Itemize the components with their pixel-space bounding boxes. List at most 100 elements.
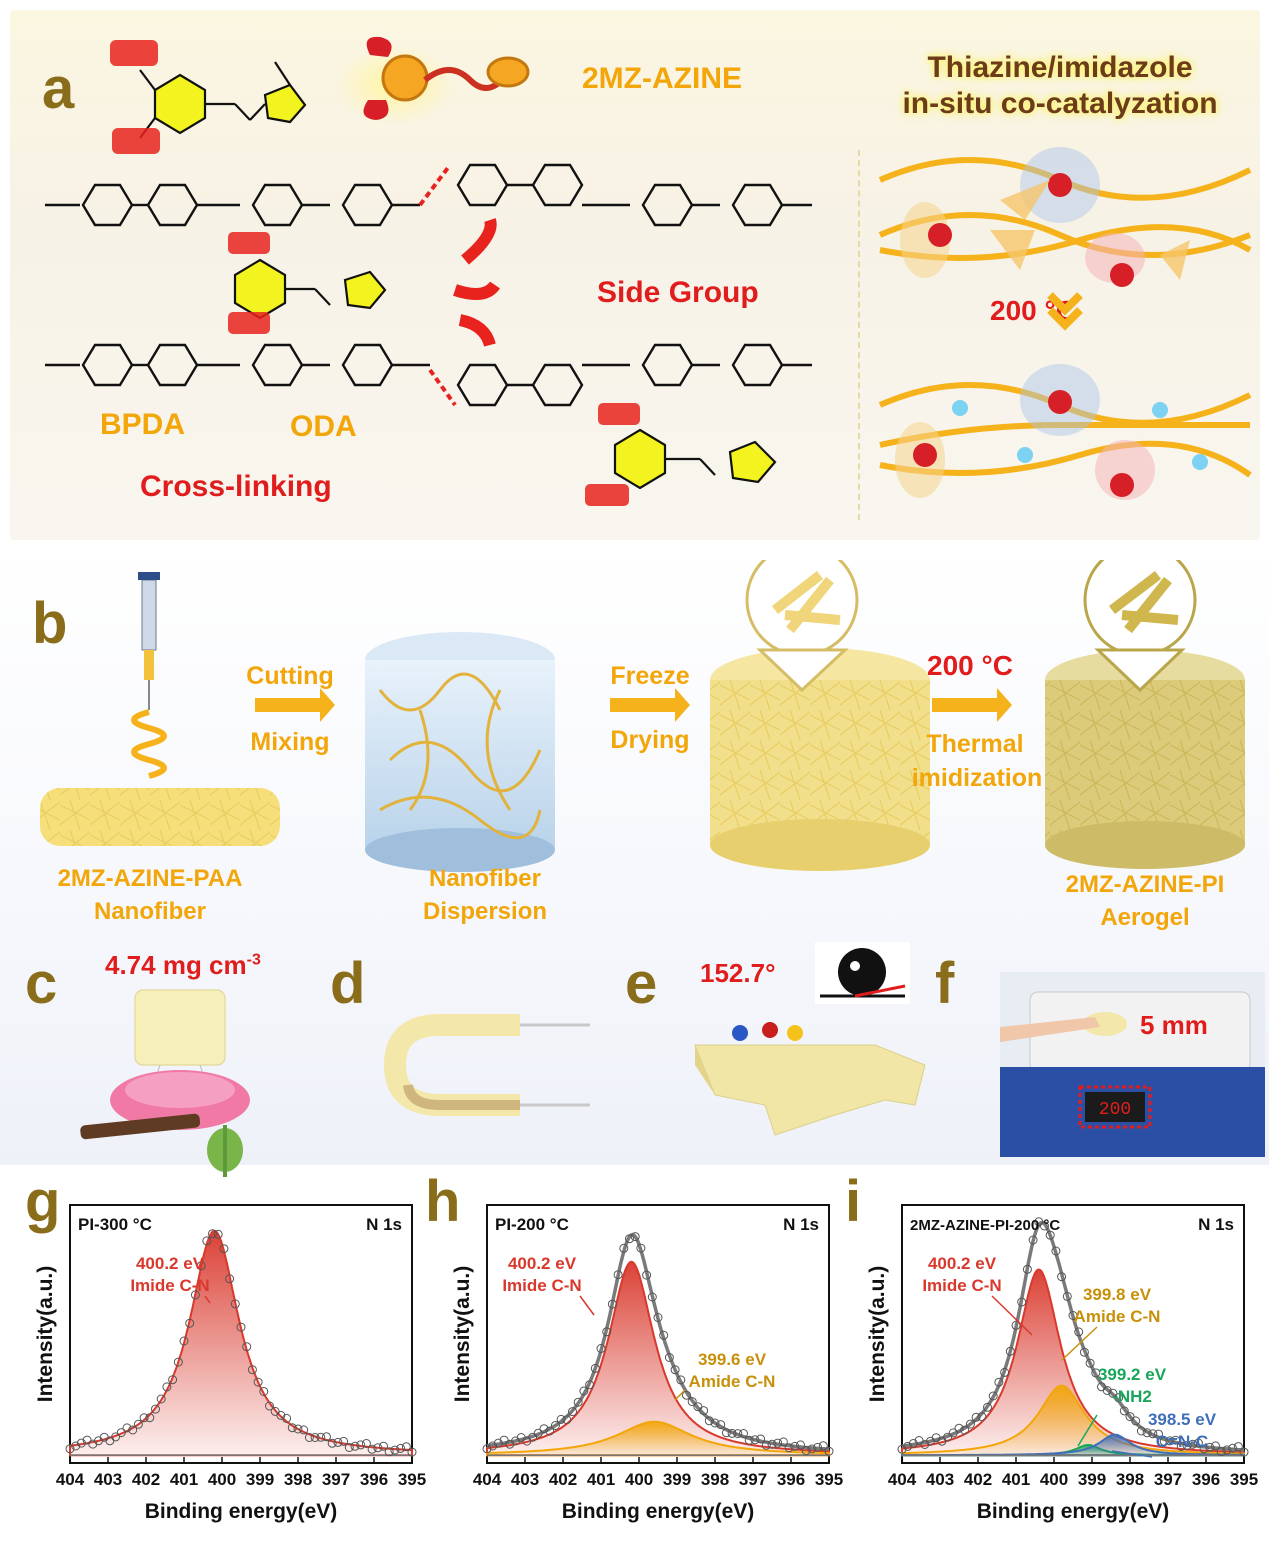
- region-label: N 1s: [1198, 1215, 1234, 1234]
- y-axis-label: Intensity(a.u.): [866, 1266, 889, 1403]
- hotplate-display-reading: 200: [1099, 1100, 1131, 1120]
- data-point: [756, 1434, 766, 1444]
- annotation-pointer: [1077, 1414, 1098, 1447]
- data-point: [65, 1444, 75, 1454]
- region-label: N 1s: [366, 1215, 402, 1234]
- density-exponent: -3: [246, 951, 261, 969]
- annotation-assignment: Imide C-N: [502, 1276, 581, 1295]
- x-tick-label: 401: [170, 1470, 198, 1489]
- data-point: [1068, 1311, 1078, 1320]
- data-point: [1062, 1291, 1072, 1301]
- data-point: [505, 1439, 515, 1449]
- step3-mid-label: Thermal: [926, 730, 1024, 758]
- catalyst-cartoon: [335, 36, 530, 125]
- step1-top-label: Cutting: [246, 662, 334, 690]
- polymer-chain-lower: [45, 343, 812, 407]
- annotation-pointer: [1111, 1450, 1153, 1458]
- photo-aerogel-on-flower: [80, 989, 250, 1177]
- data-point: [545, 1426, 555, 1436]
- data-point: [954, 1423, 964, 1433]
- panel-d-label: d: [330, 951, 366, 1016]
- data-point: [253, 1377, 263, 1387]
- data-point: [1188, 1439, 1198, 1449]
- data-point: [76, 1438, 86, 1448]
- annotation-assignment: Amide C-N: [689, 1372, 776, 1391]
- data-point: [293, 1424, 303, 1434]
- data-point: [590, 1363, 600, 1373]
- data-point: [573, 1397, 583, 1407]
- x-tick-label: 402: [132, 1470, 160, 1489]
- x-tick-label: 402: [964, 1470, 992, 1489]
- data-point: [139, 1413, 149, 1423]
- contact-angle-value: 152.7°: [700, 958, 776, 988]
- data-point: [1211, 1441, 1220, 1451]
- data-point: [151, 1404, 160, 1414]
- data-point: [339, 1436, 349, 1446]
- compound-name: 2MZ-AZINE: [582, 62, 742, 95]
- x-tick-label: 396: [777, 1470, 805, 1489]
- caption-dispersion: Nanofiber Dispersion: [375, 862, 595, 928]
- data-point: [676, 1375, 686, 1385]
- data-point: [202, 1236, 212, 1246]
- data-point: [1017, 1297, 1027, 1307]
- data-point: [1159, 1436, 1169, 1446]
- data-point: [350, 1441, 360, 1451]
- annotation-energy: 399.8 eV: [1083, 1285, 1152, 1304]
- data-point: [647, 1292, 657, 1302]
- data-point: [128, 1425, 138, 1435]
- data-point: [704, 1416, 714, 1426]
- caption-dispersion-line1: Nanofiber: [428, 865, 541, 892]
- data-point: [111, 1432, 121, 1442]
- data-point: [721, 1428, 731, 1438]
- data-point: [977, 1412, 987, 1422]
- data-point: [1022, 1264, 1032, 1274]
- data-point: [778, 1437, 788, 1447]
- x-tick-label: 397: [739, 1470, 767, 1489]
- data-point: [613, 1270, 623, 1280]
- caption-pi-line1: 2MZ-AZINE-PI: [1065, 871, 1225, 898]
- catalysis-schematic: 200 °C: [878, 147, 1252, 500]
- annotation-pointer: [991, 1295, 1033, 1336]
- data-point: [625, 1234, 634, 1244]
- x-tick-label: 403: [926, 1470, 954, 1489]
- x-tick-label: 399: [1078, 1470, 1106, 1489]
- data-point: [1057, 1272, 1067, 1282]
- x-tick-label: 402: [549, 1470, 577, 1489]
- photo-aerogel-shape-with-droplets: [694, 1022, 926, 1136]
- annotation-energy: 399.6 eV: [698, 1350, 767, 1369]
- photo-hotplate: 200: [1000, 972, 1265, 1157]
- panel-a-divider: [858, 150, 860, 520]
- data-point: [562, 1415, 572, 1425]
- panel-h-label: h: [425, 1169, 461, 1234]
- data-point: [550, 1421, 560, 1430]
- photo-bent-aerogel: [383, 1014, 590, 1116]
- data-point: [390, 1445, 400, 1455]
- data-point: [122, 1423, 132, 1433]
- data-point: [299, 1425, 309, 1435]
- panel-i-label: i: [845, 1169, 862, 1234]
- data-point: [185, 1318, 195, 1328]
- thickness-label: 5 mm: [1140, 1010, 1208, 1040]
- x-tick-label: 395: [815, 1470, 843, 1489]
- data-point: [699, 1406, 709, 1416]
- annotation-energy: 400.2 eV: [136, 1254, 205, 1273]
- data-point: [818, 1441, 828, 1451]
- catalysis-title-line2: in-situ co-catalyzation: [902, 87, 1218, 120]
- data-point: [943, 1432, 953, 1442]
- x-tick-label: 395: [398, 1470, 426, 1489]
- data-point: [242, 1342, 252, 1352]
- data-point: [653, 1313, 663, 1322]
- data-point: [287, 1423, 297, 1433]
- data-point: [1119, 1406, 1129, 1416]
- region-label: N 1s: [783, 1215, 819, 1234]
- data-point: [282, 1413, 292, 1423]
- x-tick-label: 403: [511, 1470, 539, 1489]
- data-point: [585, 1380, 595, 1390]
- data-point: [1125, 1412, 1135, 1422]
- data-point: [971, 1412, 981, 1422]
- annotation-pointer: [204, 1295, 211, 1304]
- annotation-assignment: -NH2: [1112, 1387, 1152, 1406]
